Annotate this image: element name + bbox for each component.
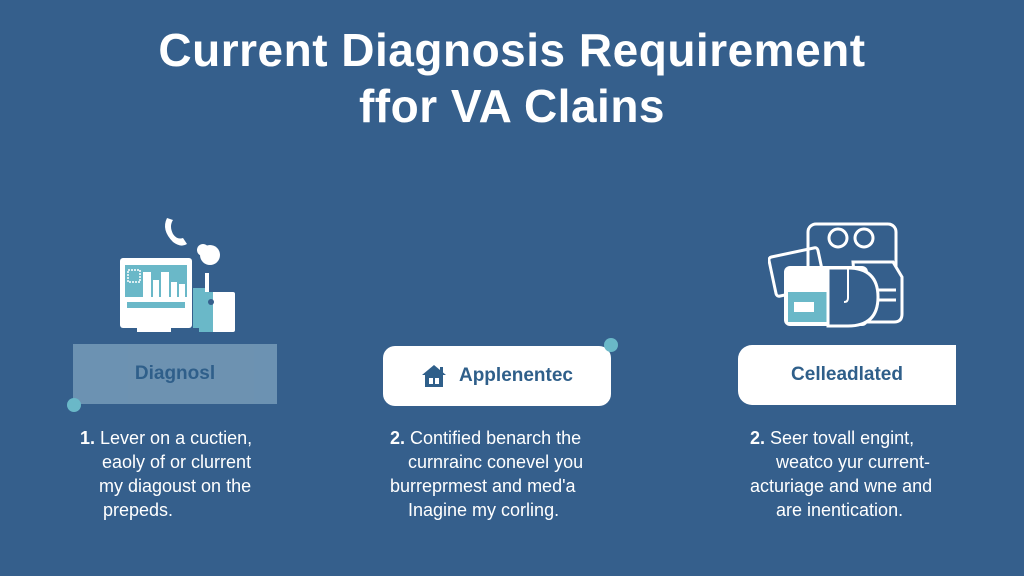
celleadlated-label-text: Celleadlated bbox=[791, 364, 903, 385]
step-2-description: 2. Contified benarch the curnrainc conev… bbox=[390, 428, 584, 520]
accent-dot bbox=[67, 398, 81, 412]
diagnosis-label-text: Diagnosl bbox=[134, 363, 216, 384]
title-line-1: Current Diagnosis Requirement bbox=[158, 24, 866, 76]
computer-phone-icon bbox=[115, 210, 255, 340]
accent-dot bbox=[604, 338, 618, 352]
diagnosis-label: Diagnosl bbox=[73, 344, 277, 404]
celleadlated-label: Celleadlated bbox=[738, 345, 956, 405]
house-icon bbox=[421, 365, 446, 387]
applenentec-label: Applenentec bbox=[383, 346, 611, 406]
page-title: Current Diagnosis Requirement ffor VA Cl… bbox=[0, 22, 1024, 134]
applenentec-label-text: Applenentec bbox=[458, 365, 574, 386]
step-3-description: 2. Seer tovall engint, weatco yur curren… bbox=[750, 428, 933, 520]
title-line-2: ffor VA Clains bbox=[358, 80, 666, 132]
documents-people-icon bbox=[767, 222, 908, 335]
step-1-description: 1. Lever on a cuctien, eaoly of or clurr… bbox=[80, 428, 253, 520]
